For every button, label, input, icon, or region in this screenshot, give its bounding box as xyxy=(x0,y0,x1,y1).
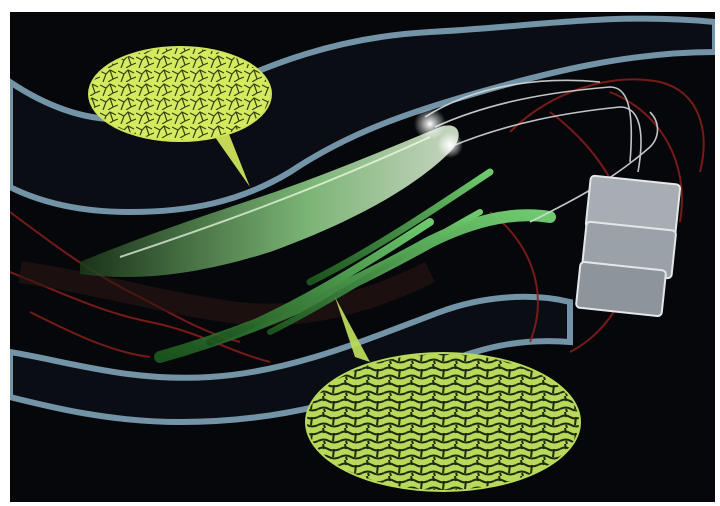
battery-pack xyxy=(576,175,681,316)
electrode-glow-2 xyxy=(437,132,463,158)
electrode-glow-1 xyxy=(414,108,446,140)
artificial-muscle-illustration xyxy=(10,12,715,502)
illustration-svg xyxy=(10,12,715,502)
